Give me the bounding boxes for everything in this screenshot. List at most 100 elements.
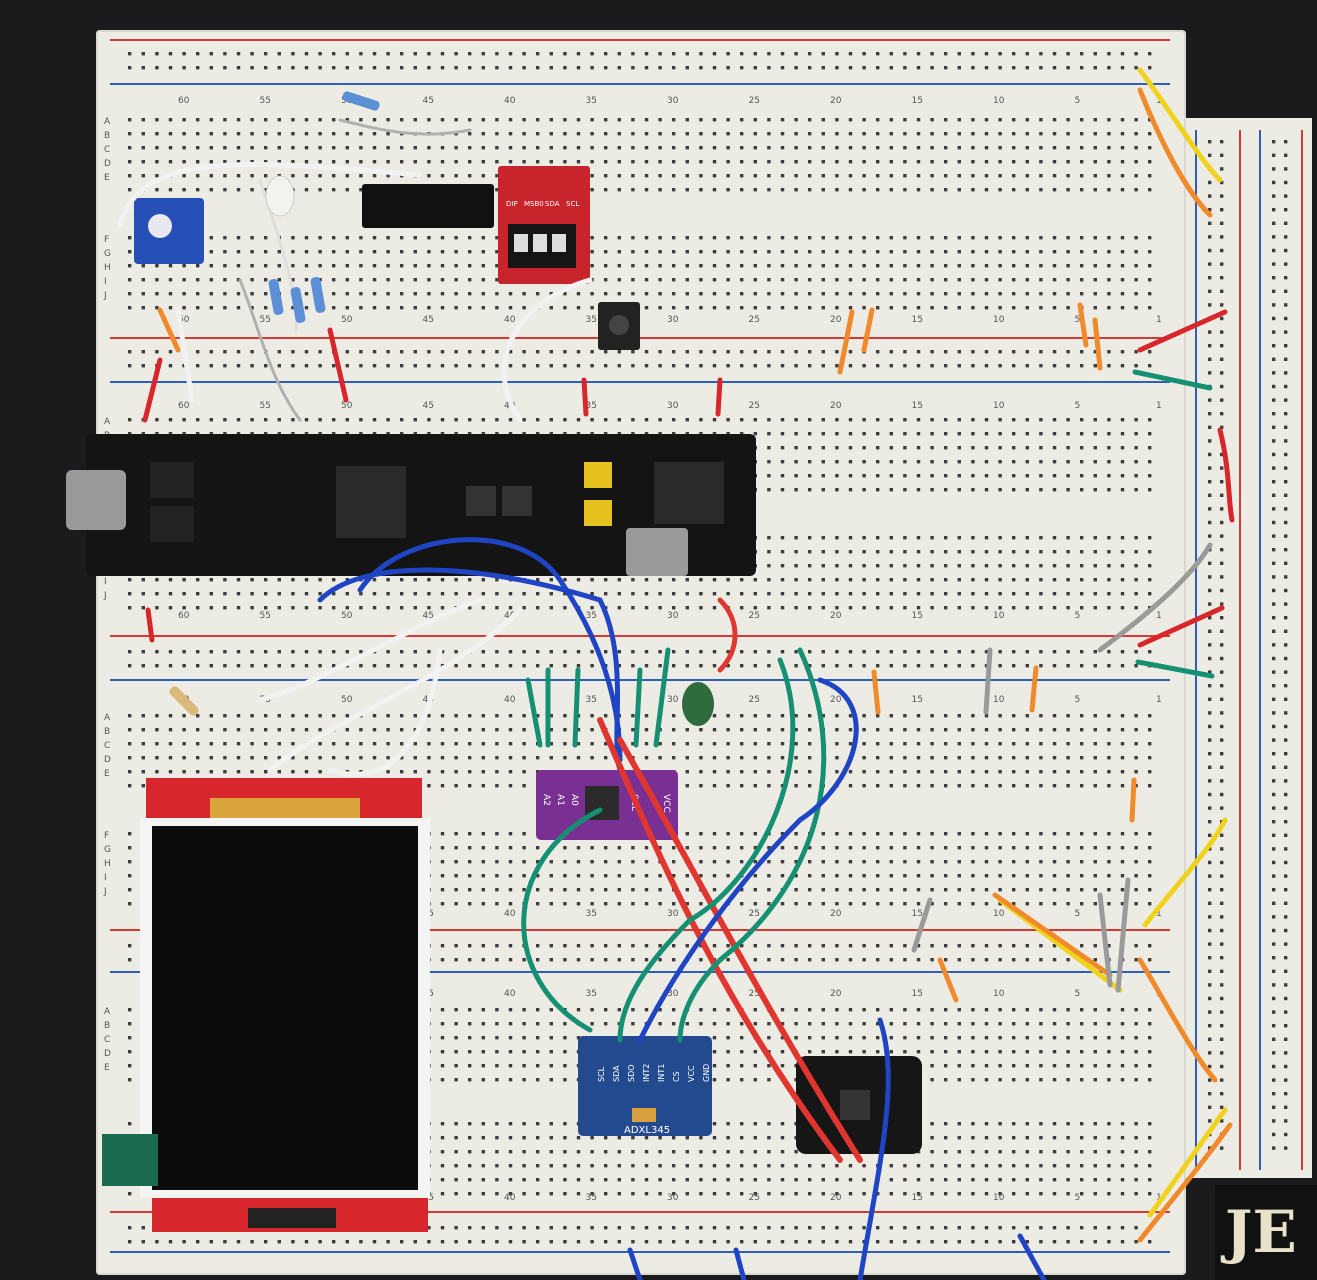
breadboard-hole [590, 846, 594, 850]
breadboard-hole [903, 278, 907, 282]
breadboard-hole [753, 650, 757, 654]
breadboard-hole [168, 756, 173, 760]
breadboard-hole [876, 66, 880, 70]
breadboard-hole [168, 770, 173, 774]
breadboard-hole [984, 578, 989, 582]
breadboard-hole [835, 564, 839, 568]
breadboard-hole [1012, 446, 1016, 450]
breadboard-hole [971, 860, 975, 864]
breadboard-hole [685, 606, 689, 610]
breadboard-hole [196, 714, 200, 718]
breadboard-hole [1220, 1010, 1224, 1014]
breadboard-hole [617, 860, 621, 864]
breadboard-hole [359, 236, 363, 240]
breadboard-hole [672, 174, 676, 178]
breadboard-hole [481, 278, 485, 282]
breadboard-hole [685, 278, 689, 282]
breadboard-hole [1025, 728, 1029, 732]
breadboard-hole [508, 1192, 513, 1196]
breadboard-hole [984, 306, 989, 310]
column-number: 55 [260, 315, 271, 325]
breadboard-hole [685, 292, 689, 296]
breadboard-hole [1066, 550, 1070, 554]
breadboard-hole [236, 118, 241, 122]
breadboard-hole [1220, 466, 1224, 470]
breadboard-hole [848, 306, 853, 310]
breadboard-hole [1025, 1150, 1029, 1154]
breadboard-hole [141, 350, 145, 354]
breadboard-hole [128, 958, 132, 962]
breadboard-hole [236, 236, 241, 240]
breadboard-hole [250, 756, 254, 760]
breadboard-hole [1080, 1240, 1084, 1244]
breadboard-hole [495, 650, 499, 654]
breadboard-hole [712, 66, 717, 70]
breadboard-hole [1120, 650, 1125, 654]
breadboard-hole [1134, 264, 1138, 268]
column-number: 30 [667, 989, 679, 999]
breadboard-hole [1052, 432, 1057, 436]
breadboard-hole [481, 832, 485, 836]
breadboard-hole [508, 160, 513, 164]
breadboard-hole [1093, 1022, 1097, 1026]
breadboard-hole [1284, 779, 1288, 783]
breadboard-hole [944, 236, 948, 240]
breadboard-hole [780, 1192, 785, 1196]
breadboard-hole [522, 958, 526, 962]
breadboard-hole [1284, 833, 1288, 837]
breadboard-hole [209, 236, 213, 240]
breadboard-hole [481, 52, 485, 56]
breadboard-hole [930, 784, 934, 788]
breadboard-hole [481, 1226, 485, 1230]
breadboard-hole [1052, 770, 1057, 774]
breadboard-hole [508, 1164, 513, 1168]
breadboard-hole [712, 888, 717, 892]
breadboard-hole [1220, 1119, 1224, 1123]
breadboard-hole [332, 592, 336, 596]
breadboard-hole [767, 250, 771, 254]
breadboard-hole [672, 52, 676, 56]
breadboard-hole [372, 160, 377, 164]
breadboard-hole [971, 432, 975, 436]
breadboard-hole [481, 1164, 485, 1168]
breadboard-hole [617, 146, 621, 150]
breadboard-hole [168, 650, 173, 654]
breadboard-hole [1148, 1064, 1152, 1068]
breadboard-hole [767, 944, 771, 948]
breadboard-hole [1208, 575, 1212, 579]
breadboard-hole [740, 944, 744, 948]
breadboard-hole [957, 664, 961, 668]
breadboard-hole [685, 418, 689, 422]
breadboard-hole [930, 944, 934, 948]
breadboard-hole [957, 1192, 961, 1196]
breadboard-hole [264, 418, 268, 422]
breadboard-hole [1134, 1150, 1138, 1154]
breadboard-hole [672, 132, 676, 136]
breadboard-hole [1148, 1164, 1152, 1168]
breadboard-hole [590, 742, 594, 746]
breadboard-hole [155, 578, 159, 582]
breadboard-hole [549, 1226, 553, 1230]
breadboard-hole [794, 536, 798, 540]
breadboard-hole [1025, 770, 1029, 774]
breadboard-hole [1052, 1150, 1057, 1154]
breadboard-hole [794, 756, 798, 760]
breadboard-hole [767, 118, 771, 122]
breadboard-hole [332, 756, 336, 760]
breadboard-hole [536, 364, 540, 368]
breadboard-hole [944, 1192, 948, 1196]
breadboard-hole [644, 174, 649, 178]
breadboard-hole [685, 888, 689, 892]
breadboard-hole [549, 1164, 553, 1168]
breadboard-hole [1272, 643, 1276, 647]
breadboard-hole [903, 1178, 907, 1182]
breadboard-hole [916, 944, 921, 948]
breadboard-hole [984, 146, 989, 150]
breadboard-hole [1148, 1078, 1152, 1082]
breadboard-hole [712, 1136, 717, 1140]
breadboard-hole [590, 1022, 594, 1026]
breadboard-hole [182, 650, 186, 654]
corner-stamp: JE [1215, 1185, 1317, 1280]
breadboard-hole [685, 160, 689, 164]
breadboard-hole [1208, 860, 1212, 865]
